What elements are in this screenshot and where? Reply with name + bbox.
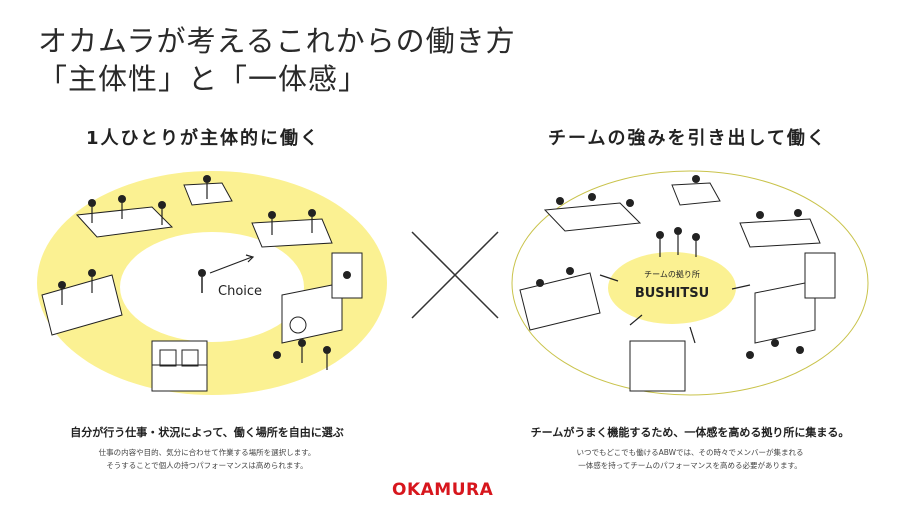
arrow-icon	[209, 254, 255, 274]
left-office-illustration: Choice	[37, 171, 387, 395]
right-sub-2: 一体感を持ってチームのパフォーマンスを高める必要があります。	[578, 461, 802, 470]
hub-label: BUSHITSU	[635, 286, 709, 301]
left-heading: 1人ひとりが主体的に働く	[86, 128, 320, 149]
right-sub-1: いつでもどこでも働けるABWでは、その時々でメンバーが集まれる	[576, 448, 804, 457]
okamura-logo: OKAMURA	[392, 480, 494, 500]
left-caption: 自分が行う仕事・状況によって、働く場所を自由に選ぶ	[70, 426, 344, 439]
left-sub-1: 仕事の内容や目的、気分に合わせて作業する場所を選択します。	[98, 448, 316, 457]
choice-label: Choice	[218, 284, 262, 299]
right-heading: チームの強みを引き出して働く	[548, 128, 827, 149]
right-office-illustration: チームの拠り所 BUSHITSU	[511, 170, 869, 396]
cross-icon	[411, 231, 499, 319]
right-caption: チームがうまく機能するため、一体感を高める拠り所に集まる。	[530, 426, 850, 439]
hub-small-label: チームの拠り所	[644, 269, 700, 279]
person-icon	[198, 269, 206, 293]
left-sub-2: そうすることで個人の持つパフォーマンスは高められます。	[106, 461, 308, 470]
page-title: オカムラが考えるこれからの働き方 「主体性」と「一体感」	[38, 24, 516, 96]
